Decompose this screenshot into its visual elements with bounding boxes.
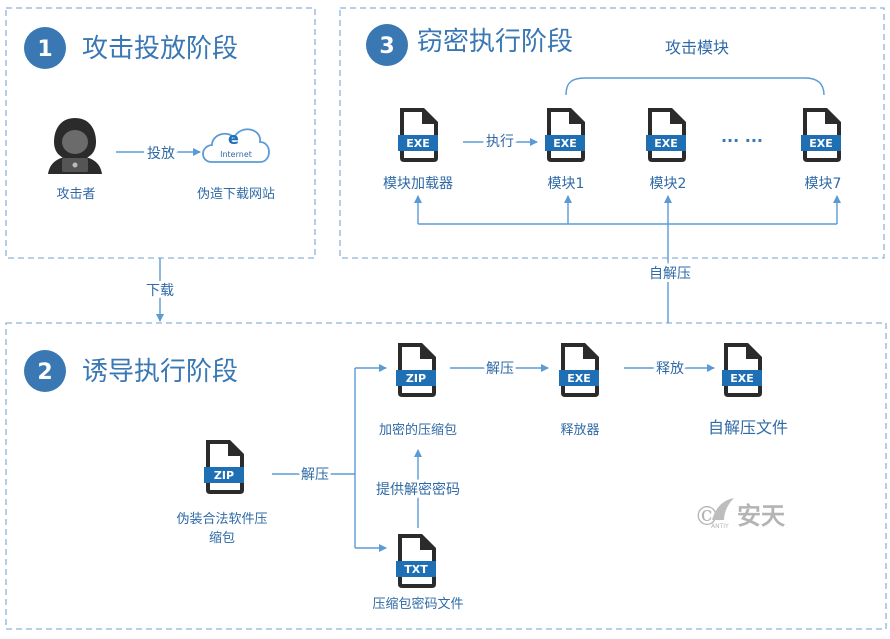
stage2-title: 诱导执行阶段 [82,357,238,387]
stage1-title: 攻击投放阶段 [82,34,238,64]
fake-site-label: 伪造下载网站 [197,187,275,202]
fake-zip-icon: ZIP [204,440,244,494]
svg-text:TXT: TXT [404,563,428,576]
stage3-header: 3 窃密执行阶段 [366,24,573,66]
stage2-header: 2 诱导执行阶段 [24,350,238,392]
stage3-frame [339,7,885,259]
svg-text:ZIP: ZIP [406,372,426,385]
provide-password-label: 提供解密密码 [376,481,460,498]
releaser-label: 释放器 [560,423,599,438]
unzip-label-1: 解压 [301,467,329,483]
svg-text:EXE: EXE [654,137,678,150]
stage2-number-badge [24,350,66,392]
ie-logo-icon: e [228,129,239,148]
self-extract-label: 自解压 [649,266,691,282]
attacker-icon [48,118,102,174]
fake-zip-label-line2: 缩包 [209,530,235,546]
attacker-label: 攻击者 [56,187,95,202]
stage1-number-badge [24,27,66,69]
brand-small: ANTIY [711,523,729,530]
password-txt-icon: TXT [396,534,436,588]
module1-exe-icon: EXE [545,108,585,162]
encrypted-zip-icon: ZIP [396,343,436,397]
sfx-exe-icon: EXE [722,343,762,397]
svg-text:EXE: EXE [730,372,754,385]
stage1-number: 1 [37,37,52,62]
stage1-header: 1 攻击投放阶段 [24,27,238,69]
antiy-watermark: © ANTIY 安天 [694,498,785,532]
svg-text:ZIP: ZIP [214,469,234,482]
encrypted-zip-label: 加密的压缩包 [379,422,457,438]
loader-exe-icon: EXE [398,108,438,162]
module2-exe-icon: EXE [646,108,686,162]
sfx-file-label: 自解压文件 [708,418,788,437]
module-feedback-lines [414,195,841,225]
release-label: 释放 [656,361,684,377]
module7-label: 模块7 [805,176,842,192]
more-modules-ellipsis: ··· ··· [721,131,763,150]
internet-cloud-icon: e Internet [202,128,270,163]
svg-text:EXE: EXE [567,372,591,385]
brand-text: 安天 [737,502,785,530]
internet-label: Internet [220,150,252,159]
antiy-logo-icon [712,498,734,520]
attack-modules-brace [565,77,825,96]
svg-text:EXE: EXE [406,137,430,150]
fake-zip-label: 伪装合法软件压 [176,512,267,527]
stage2-number: 2 [37,360,52,385]
password-file-label: 压缩包密码文件 [372,596,463,612]
exec-label: 执行 [486,134,514,150]
stage3-title: 窃密执行阶段 [417,27,573,57]
svg-text:EXE: EXE [809,137,833,150]
module7-exe-icon: EXE [801,108,841,162]
svg-text:EXE: EXE [553,137,577,150]
unzip-split-connector [272,364,387,552]
loader-label: 模块加载器 [383,176,453,192]
unzip-label-2: 解压 [486,361,514,377]
stage3-number-badge [366,24,408,66]
module1-label: 模块1 [548,176,585,192]
stage3-number: 3 [379,34,394,59]
module2-label: 模块2 [650,176,687,192]
deliver-label: 投放 [147,146,175,162]
attack-modules-label: 攻击模块 [665,38,729,57]
stage2-frame [5,322,887,630]
download-label: 下载 [146,283,174,299]
releaser-exe-icon: EXE [559,343,599,397]
